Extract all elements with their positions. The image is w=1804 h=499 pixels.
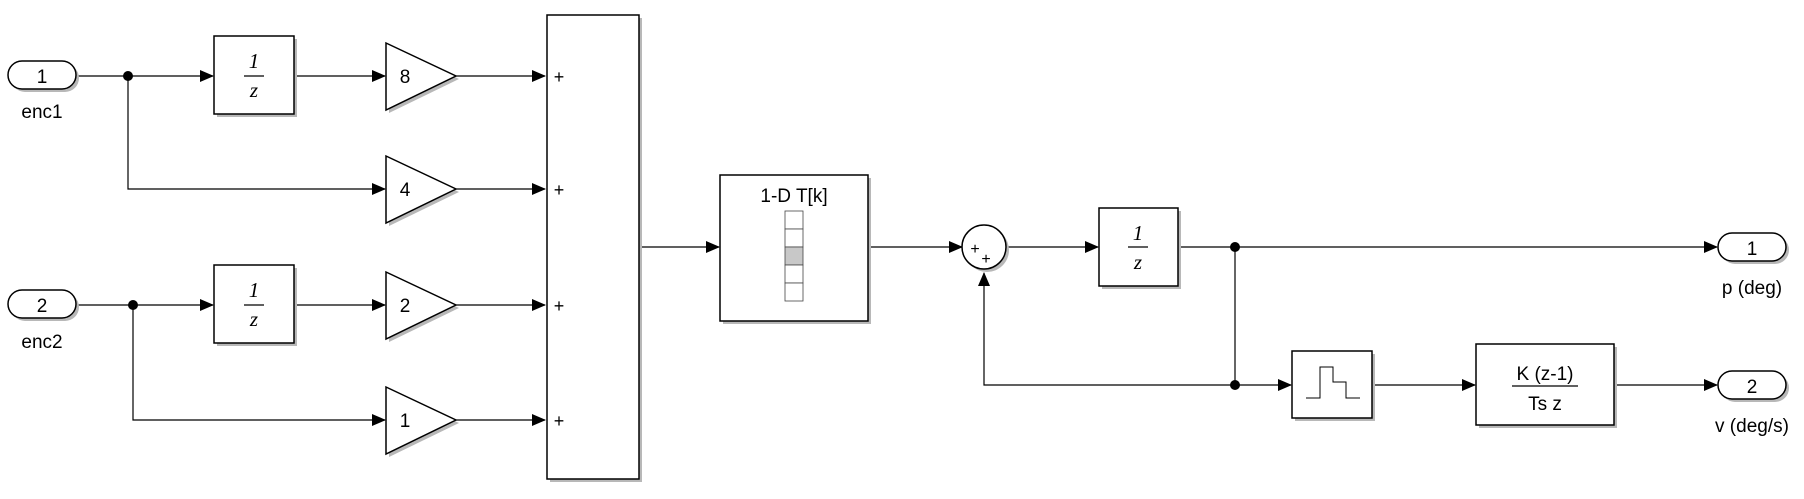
inport-number: 1 xyxy=(37,67,48,88)
gain-2[interactable]: 2 xyxy=(385,270,459,342)
inport-label: enc1 xyxy=(21,102,62,123)
gain-value: 8 xyxy=(400,67,411,88)
junction-enc1 xyxy=(123,71,133,81)
gain-8[interactable]: 8 xyxy=(385,41,459,113)
inport-enc2[interactable]: 2 enc2 xyxy=(7,289,79,353)
inport-enc1[interactable]: 1 enc1 xyxy=(7,60,79,123)
delay-denominator: z xyxy=(249,78,258,102)
wire-enc2-to-gain1[interactable] xyxy=(132,305,386,426)
wire-enc1-to-gain4[interactable] xyxy=(127,76,386,195)
derivative-denominator: Ts z xyxy=(1528,394,1562,415)
sum-round-block[interactable]: + + xyxy=(961,224,1009,272)
sum-sign: + xyxy=(981,251,990,268)
outport-v[interactable]: 2 v (deg/s) xyxy=(1715,370,1789,437)
sum-sign: + xyxy=(554,296,565,316)
gain-value: 4 xyxy=(400,180,411,201)
junction-p xyxy=(1230,242,1240,252)
unit-delay-2[interactable]: 1 z xyxy=(213,264,297,346)
outport-p[interactable]: 1 p (deg) xyxy=(1717,232,1789,299)
delay-denominator: z xyxy=(249,307,258,331)
lookup-title: 1-D T[k] xyxy=(760,186,827,207)
signal-lines xyxy=(78,70,1718,426)
sum-sign: + xyxy=(970,241,979,258)
sum-sign: + xyxy=(554,180,565,200)
outport-number: 1 xyxy=(1747,239,1758,260)
delay-numerator: 1 xyxy=(249,278,260,302)
derivative-numerator: K (z-1) xyxy=(1517,364,1574,385)
sum-sign: + xyxy=(554,67,565,87)
gain-value: 2 xyxy=(400,296,411,317)
zoh-staircase-icon xyxy=(1306,366,1360,399)
outport-label: v (deg/s) xyxy=(1715,416,1789,437)
outport-number: 2 xyxy=(1747,377,1758,398)
inport-label: enc2 xyxy=(21,332,62,353)
delay-numerator: 1 xyxy=(1133,221,1144,245)
unit-delay-1[interactable]: 1 z xyxy=(213,35,297,117)
inport-number: 2 xyxy=(37,296,48,317)
delay-denominator: z xyxy=(1133,250,1142,274)
junction-feedback xyxy=(1230,380,1240,390)
wire-feedback[interactable] xyxy=(978,272,1235,386)
gain-4[interactable]: 4 xyxy=(385,154,459,226)
junction-enc2 xyxy=(128,300,138,310)
discrete-derivative-block[interactable]: K (z-1) Ts z xyxy=(1475,343,1617,428)
lookup-table-block[interactable]: 1-D T[k] xyxy=(719,174,871,324)
gain-1[interactable]: 1 xyxy=(385,385,459,457)
lookup-table-icon xyxy=(784,210,804,302)
zero-order-hold-block[interactable] xyxy=(1291,350,1375,421)
outport-label: p (deg) xyxy=(1722,278,1782,299)
sum-block[interactable]: + + + + xyxy=(546,14,642,482)
sum-sign: + xyxy=(554,411,565,431)
unit-delay-3[interactable]: 1 z xyxy=(1098,207,1181,289)
delay-numerator: 1 xyxy=(249,49,260,73)
gain-value: 1 xyxy=(400,411,411,432)
